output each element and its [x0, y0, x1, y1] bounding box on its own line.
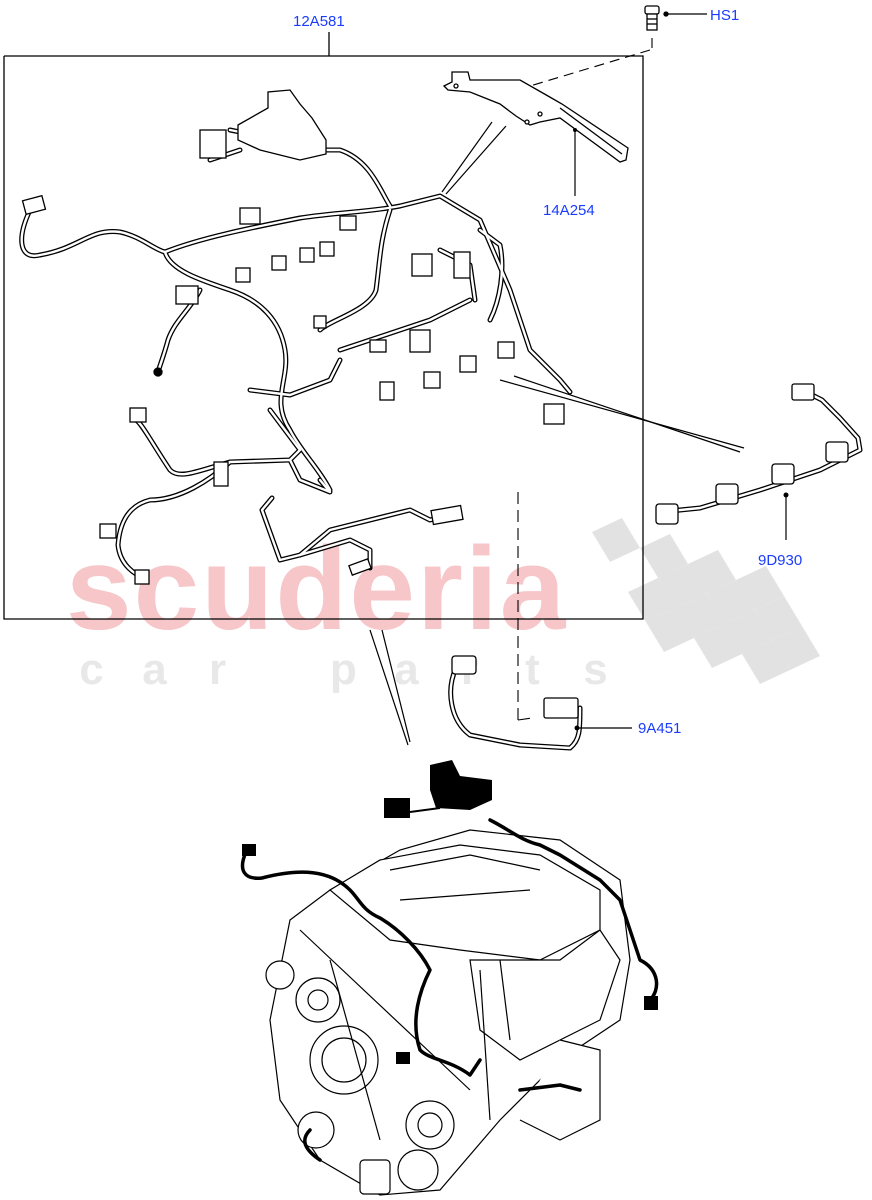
engine-harness-drawing	[240, 818, 659, 1162]
tagline-letter: p	[330, 645, 357, 694]
part-label-9A451[interactable]: 9A451	[638, 720, 682, 737]
harness-connectors	[21, 89, 565, 585]
coil-harness-drawing[interactable]	[655, 383, 863, 540]
tagline-letter: r	[208, 645, 227, 694]
engine-ecm-module	[242, 760, 658, 1064]
checkered-flag-icon	[592, 518, 820, 684]
tagline-letter: s	[583, 645, 608, 694]
tagline-letter: a	[394, 645, 419, 694]
part-label-12A581[interactable]: 12A581	[293, 13, 345, 30]
harness-group-box	[3, 32, 644, 620]
support-bracket-drawing[interactable]	[442, 71, 629, 163]
tagline-letter: a	[142, 645, 167, 694]
main-harness-drawing[interactable]	[19, 127, 573, 581]
bolt-icon[interactable]	[644, 5, 707, 31]
install-leader-9A451	[517, 492, 533, 721]
part-label-HS1[interactable]: HS1	[710, 7, 740, 24]
part-label-14A254[interactable]: 14A254	[543, 202, 595, 219]
jumper-harness-drawing[interactable]	[448, 655, 632, 751]
part-label-9D930[interactable]: 9D930	[758, 552, 803, 569]
tagline-letter: t	[525, 645, 540, 694]
bolt-install-leader	[529, 38, 653, 100]
tagline-letter: c	[79, 645, 104, 694]
engine-assembly-drawing	[265, 829, 631, 1196]
